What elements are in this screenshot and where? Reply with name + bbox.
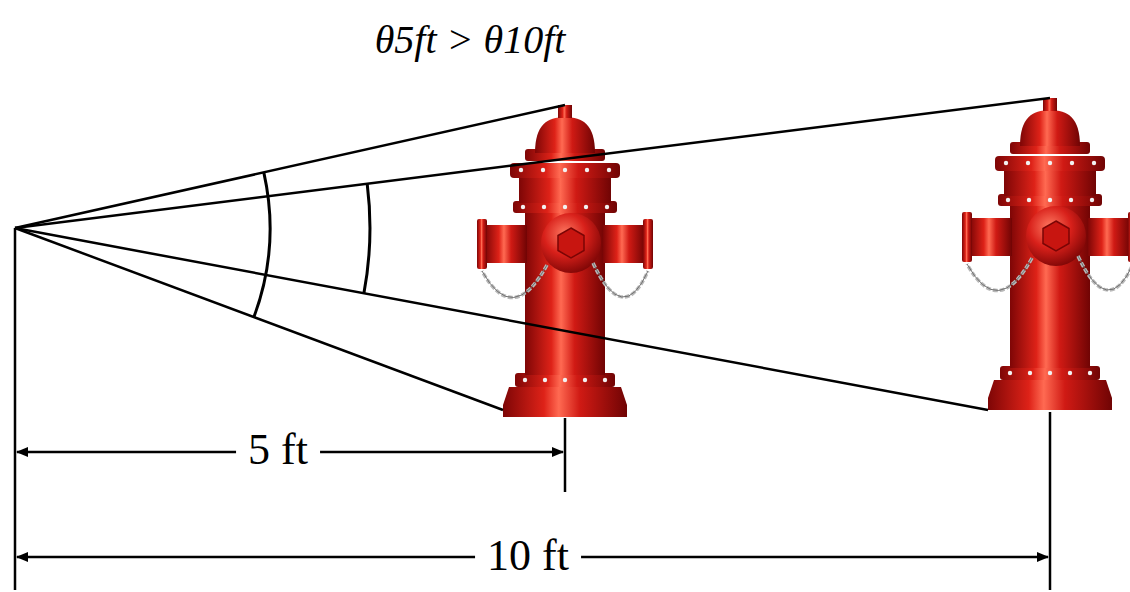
sight-line [15,228,988,410]
sight-line [15,98,1050,228]
extension-line [564,418,567,492]
title: θ5ft > θ10ft [369,18,572,62]
extension-line [1049,412,1052,590]
extension-line [14,228,17,590]
dimension-lines [15,228,1050,590]
dimension-label: 5 ft [236,426,320,474]
angle-arc [364,184,370,293]
dimension-label: 10 ft [475,532,581,580]
sight-line [15,105,565,228]
far-hydrant [962,98,1130,410]
sight-lines [15,98,1050,410]
angle-arc [254,172,270,317]
sight-line [15,228,503,410]
